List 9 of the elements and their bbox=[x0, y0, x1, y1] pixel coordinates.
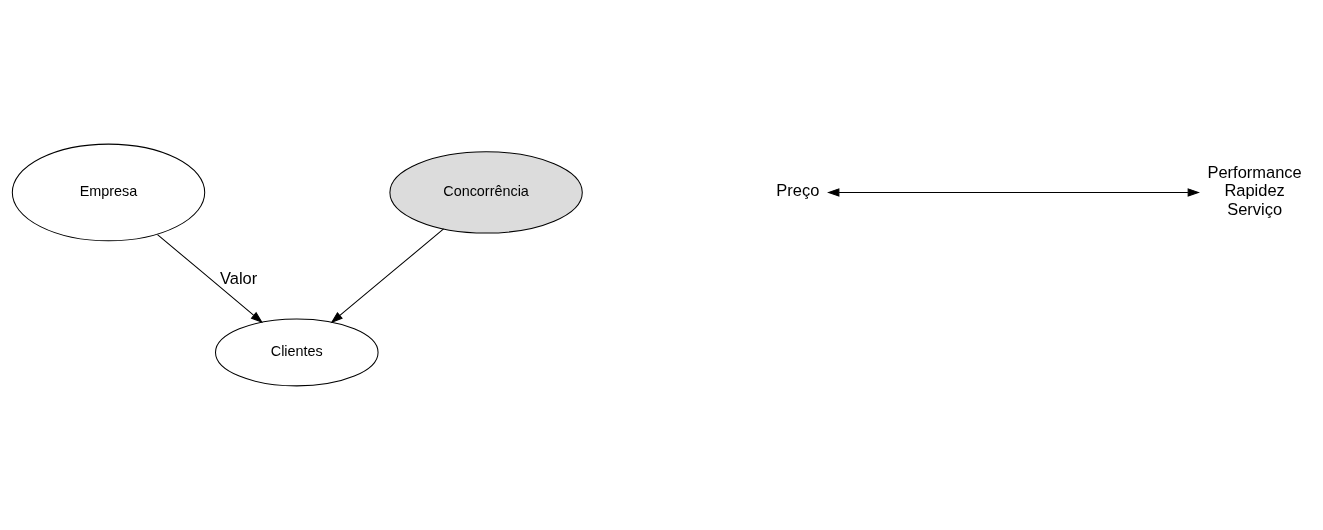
arrow bbox=[330, 228, 445, 324]
node-text: Performance Rapidez Serviço bbox=[1207, 162, 1302, 218]
node-ellipse: Concorrência bbox=[389, 151, 583, 234]
node-ellipse: Clientes bbox=[215, 318, 379, 387]
arrow bbox=[156, 234, 263, 324]
edge-label: Valor bbox=[220, 268, 258, 287]
arrow bbox=[827, 188, 1200, 197]
node-text: Preço bbox=[776, 181, 820, 200]
node-ellipse: Empresa bbox=[11, 143, 206, 242]
